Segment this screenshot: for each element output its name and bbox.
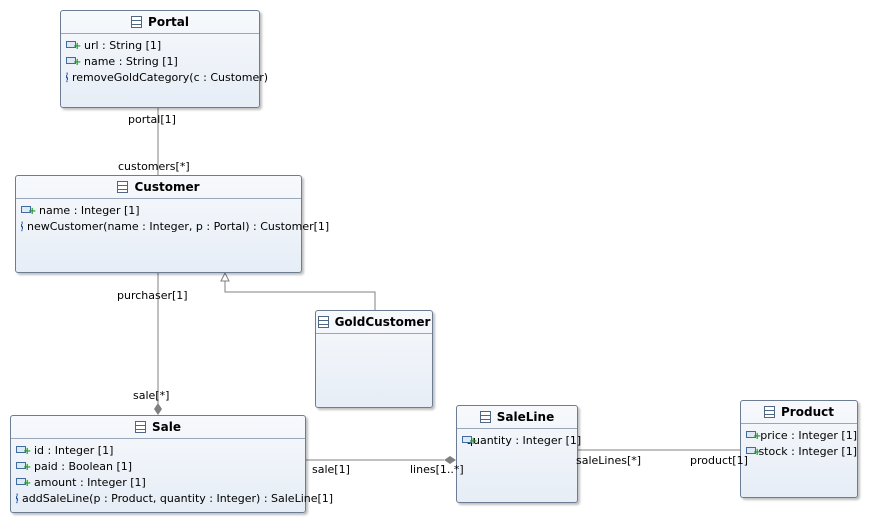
- sale-composition-diamond: [154, 403, 162, 415]
- member-text: stock : Integer [1]: [758, 444, 857, 458]
- operation-addsaleline[interactable]: addSaleLine(p : Product, quantity : Inte…: [16, 490, 333, 506]
- attribute-name[interactable]: + name : String [1]: [66, 53, 259, 69]
- goldcustomer-class-header: GoldCustomer: [316, 311, 432, 334]
- operation-icon: [66, 71, 68, 83]
- member-text: id : Integer [1]: [34, 443, 114, 457]
- role-label-product: product[1]: [690, 454, 748, 467]
- operation-icon: [21, 220, 23, 232]
- member-text: url : String [1]: [84, 38, 162, 52]
- product-class-header: Product: [741, 401, 857, 424]
- member-text: amount : Integer [1]: [34, 475, 146, 489]
- class-icon: [764, 406, 776, 418]
- attribute-id[interactable]: + id : Integer [1]: [16, 442, 305, 458]
- member-text: quantity : Integer [1]: [466, 433, 582, 447]
- attribute-name[interactable]: + name : Integer [1]: [21, 202, 301, 218]
- role-label-lines: lines[1..*]: [410, 463, 464, 476]
- attribute-stock[interactable]: + stock : Integer [1]: [746, 443, 857, 459]
- role-label-portal: portal[1]: [128, 113, 176, 126]
- generalization-arrowhead: [220, 271, 230, 282]
- attribute-quantity[interactable]: + quantity : Integer [1]: [462, 432, 581, 448]
- attribute-url[interactable]: + url : String [1]: [66, 37, 259, 53]
- attribute-paid[interactable]: + paid : Boolean [1]: [16, 458, 305, 474]
- product-class[interactable]: Product + price : Integer [1] + stock : …: [740, 400, 858, 498]
- goldcustomer-class[interactable]: GoldCustomer: [315, 310, 433, 408]
- role-label-salelines: saleLines[*]: [576, 454, 642, 467]
- attribute-icon: +: [16, 461, 31, 473]
- class-icon: [479, 411, 491, 423]
- member-text: name : Integer [1]: [39, 203, 140, 217]
- member-text: name : String [1]: [84, 54, 178, 68]
- class-name: GoldCustomer: [334, 315, 431, 329]
- sale-class[interactable]: Sale + id : Integer [1] + paid : Boolean…: [10, 415, 333, 513]
- class-icon: [317, 316, 329, 328]
- customer-class-header: Customer: [16, 176, 301, 199]
- portal-class-header: Portal: [61, 11, 259, 34]
- saleline-class-header: SaleLine: [457, 406, 577, 429]
- class-name: Sale: [152, 420, 181, 434]
- class-icon: [131, 16, 143, 28]
- operation-icon: [16, 492, 18, 504]
- member-text: paid : Boolean [1]: [34, 459, 133, 473]
- portal-class[interactable]: Portal + url : String [1] + name : Strin…: [60, 10, 268, 108]
- class-name: Customer: [134, 180, 200, 194]
- member-text: newCustomer(name : Integer, p : Portal) …: [27, 219, 330, 233]
- class-icon: [135, 421, 146, 433]
- class-name: Portal: [148, 15, 189, 29]
- attribute-icon: +: [746, 446, 761, 458]
- role-label-sale-many: sale[*]: [133, 389, 170, 402]
- generalization-line[interactable]: [224, 280, 376, 310]
- member-text: price : Integer [1]: [760, 428, 857, 442]
- class-name: SaleLine: [496, 410, 555, 424]
- role-label-purchaser: purchaser[1]: [117, 289, 188, 302]
- operation-removegoldcategory[interactable]: removeGoldCategory(c : Customer): [66, 69, 268, 85]
- saleline-class[interactable]: SaleLine + quantity : Integer [1]: [456, 405, 581, 503]
- attribute-icon: +: [66, 40, 81, 52]
- attribute-price[interactable]: + price : Integer [1]: [746, 427, 857, 443]
- class-name: Product: [781, 405, 834, 419]
- attribute-icon: +: [21, 205, 36, 217]
- saleline-composition-diamond: [444, 456, 456, 464]
- member-text: addSaleLine(p : Product, quantity : Inte…: [22, 491, 334, 505]
- member-text: removeGoldCategory(c : Customer): [72, 70, 269, 84]
- attribute-icon: +: [16, 477, 31, 489]
- attribute-amount[interactable]: + amount : Integer [1]: [16, 474, 305, 490]
- attribute-icon: +: [16, 445, 31, 457]
- sale-class-header: Sale: [11, 416, 305, 439]
- operation-newcustomer[interactable]: newCustomer(name : Integer, p : Portal) …: [21, 218, 329, 234]
- role-label-customers: customers[*]: [118, 160, 190, 173]
- role-label-sale-one: sale[1]: [312, 463, 350, 476]
- class-icon: [117, 181, 129, 193]
- attribute-icon: +: [746, 430, 761, 442]
- customer-class[interactable]: Customer + name : Integer [1] newCustome…: [15, 175, 329, 273]
- attribute-icon: +: [66, 56, 81, 68]
